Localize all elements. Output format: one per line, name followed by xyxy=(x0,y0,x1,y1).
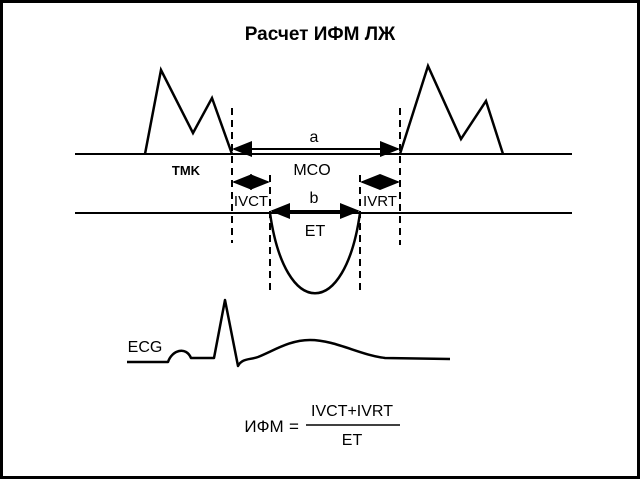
label-tmk: TMK xyxy=(172,163,201,178)
aortic-ejection-wave xyxy=(268,212,362,295)
label-ivrt: IVRT xyxy=(363,193,397,210)
label-mco: MCO xyxy=(293,162,330,179)
mitral-inflow-wave-left xyxy=(143,66,234,155)
formula-denominator: ET xyxy=(342,432,363,449)
label-a: a xyxy=(310,129,319,146)
ecg-trace xyxy=(127,298,451,368)
label-ecg: ECG xyxy=(128,339,163,356)
formula-equals: = xyxy=(289,417,299,436)
diagram-title: Расчет ИФМ ЛЖ xyxy=(245,24,396,45)
mitral-inflow-wave-right xyxy=(398,62,505,155)
label-ivct: IVCT xyxy=(234,193,268,210)
label-et: ET xyxy=(305,223,326,240)
label-b: b xyxy=(310,190,319,207)
formula-lhs: ИФМ xyxy=(244,417,283,436)
formula-numerator: IVCT+IVRT xyxy=(311,403,393,420)
